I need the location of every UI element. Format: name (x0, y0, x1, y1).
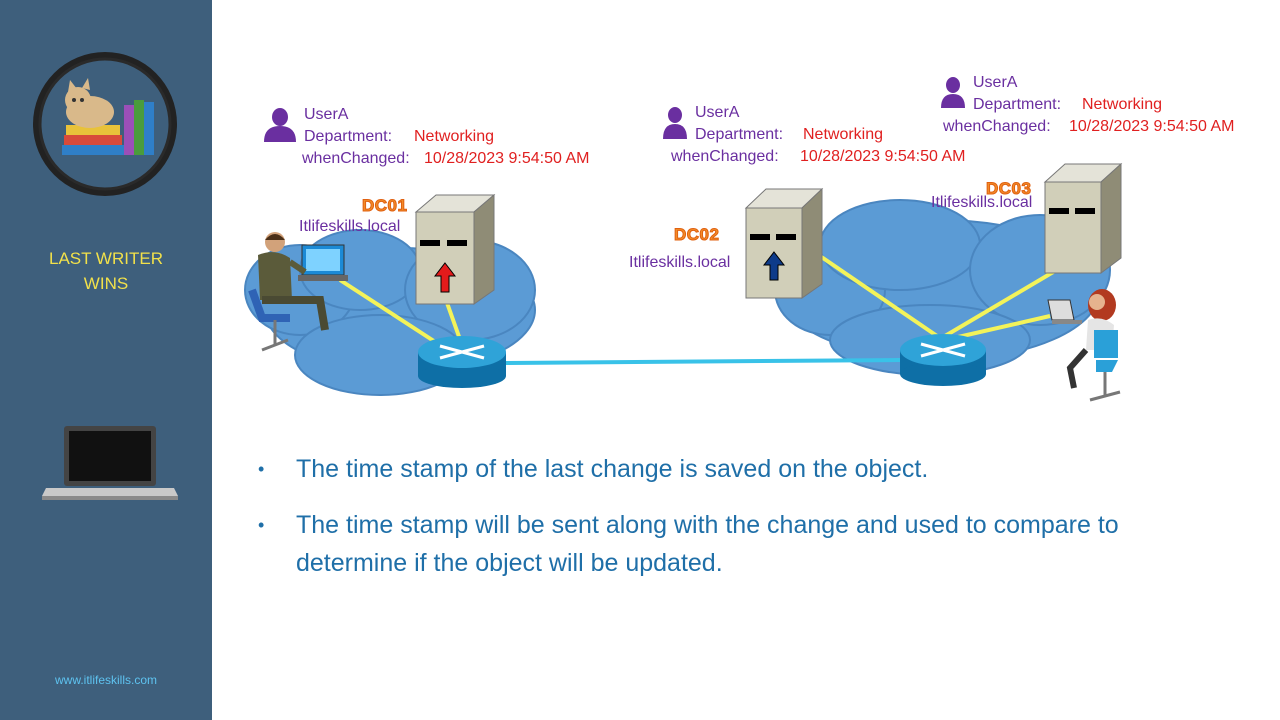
slide-section-title: LAST WRITER WINS (49, 249, 163, 293)
workstation-user-icon-right (1047, 289, 1121, 402)
laptop-icon (42, 426, 178, 500)
replication-diagram (244, 77, 1123, 402)
department-label: Department: (695, 126, 784, 143)
server-icon-dc01 (414, 193, 496, 305)
workstation-user-icon-left (248, 232, 348, 352)
bullet-dot-icon: • (258, 515, 265, 535)
server-icon-dc02 (744, 187, 824, 299)
network-links (338, 254, 1062, 365)
when-changed-label: whenChanged: (302, 150, 410, 167)
when-changed-value: 10/28/2023 9:54:50 AM (424, 150, 590, 167)
user-attributes-dc03: UserA Department: Networking whenChanged:… (943, 72, 1234, 138)
user-name: UserA (695, 104, 740, 121)
user-icon-3 (941, 77, 965, 108)
user-attributes-dc01: UserA Department: Networking whenChanged:… (302, 104, 589, 170)
sidebar: LAST WRITER WINS www.itlifeskills.com (0, 0, 212, 720)
department-value: Networking (414, 128, 495, 145)
department-value: Networking (803, 126, 884, 143)
department-label: Department: (304, 128, 393, 145)
dc03-domain: Itlifeskills.local (931, 194, 1033, 211)
when-changed-label: whenChanged: (671, 148, 779, 165)
dc01-domain: Itlifeskills.local (299, 218, 401, 235)
dc02-label: DC02 (673, 225, 720, 245)
website-link[interactable]: www.itlifeskills.com (54, 673, 157, 687)
router-icon-left (418, 336, 506, 388)
when-changed-value: 10/28/2023 9:54:50 AM (800, 148, 966, 165)
when-changed-label: whenChanged: (943, 118, 1051, 135)
when-changed-value: 10/28/2023 9:54:50 AM (1069, 118, 1235, 135)
bullet-text: The time stamp will be sent along with t… (296, 511, 1119, 577)
user-name: UserA (304, 106, 349, 123)
department-label: Department: (973, 96, 1062, 113)
bullet-text: The time stamp of the last change is sav… (296, 455, 929, 483)
bullet-dot-icon: • (258, 459, 265, 479)
server-icon-dc03 (1043, 162, 1123, 274)
router-icon-right (900, 334, 986, 386)
department-value: Networking (1082, 96, 1163, 113)
user-icon-2 (663, 107, 687, 139)
bullet-item: • The time stamp of the last change is sa… (258, 450, 1158, 488)
dc03-label: DC03 (985, 179, 1032, 199)
bullet-item: • The time stamp will be sent along with … (258, 506, 1158, 582)
user-name: UserA (973, 74, 1018, 91)
user-attributes-dc02: UserA Department: Networking whenChanged:… (671, 102, 965, 168)
dc02-domain: Itlifeskills.local (629, 254, 731, 271)
user-icon-1 (264, 108, 296, 142)
arrow-up-icon-dc01 (433, 262, 457, 293)
cat-books-logo (33, 52, 177, 196)
dc01-label: DC01 (361, 196, 408, 216)
bullet-list: • The time stamp of the last change is sa… (258, 450, 1158, 600)
arrow-up-icon-dc02 (762, 251, 786, 281)
